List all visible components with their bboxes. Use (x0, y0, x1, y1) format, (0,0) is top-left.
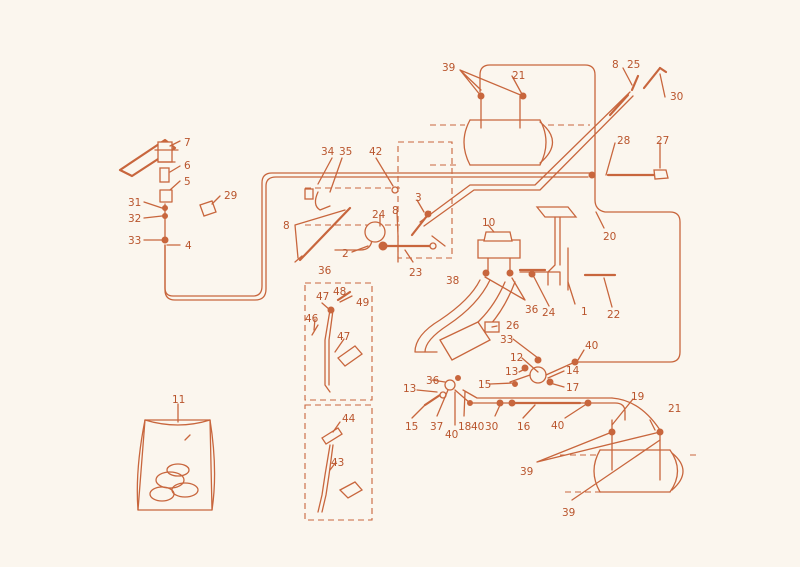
callout-22: 22 (607, 309, 620, 321)
callout-5: 5 (184, 176, 191, 188)
leader-lines (143, 67, 666, 501)
callout-48: 48 (333, 286, 346, 298)
callout-29: 29 (224, 190, 237, 202)
callout-8-left: 8 (283, 220, 290, 232)
callout-labels: 1 2 3 4 5 6 7 8 8 8 10 11 12 13 13 14 15… (128, 59, 683, 519)
callout-28: 28 (617, 135, 630, 147)
callout-19: 19 (631, 391, 644, 403)
callout-39-bottom: 39 (562, 507, 575, 519)
callout-18: 18 (458, 421, 471, 433)
callout-23: 23 (409, 267, 422, 279)
callout-33-right: 33 (500, 334, 513, 346)
callout-25: 25 (627, 59, 640, 71)
callout-8-top: 8 (612, 59, 619, 71)
callout-43: 43 (331, 457, 344, 469)
callout-33-left: 33 (128, 235, 141, 247)
callout-27: 27 (656, 135, 669, 147)
callout-47-mid: 47 (337, 331, 350, 343)
callout-39-top: 39 (442, 62, 455, 74)
callout-39-mid: 39 (520, 466, 533, 478)
callout-36-lower: 36 (426, 375, 440, 387)
pipe-20 (574, 174, 681, 363)
callout-40-b: 40 (471, 421, 484, 433)
callout-49: 49 (356, 297, 369, 309)
callout-16: 16 (517, 421, 531, 433)
callout-10: 10 (482, 217, 495, 229)
pipe-16 (467, 399, 592, 407)
pipe-40 (454, 389, 626, 421)
callout-3: 3 (415, 192, 422, 204)
callout-15-left: 15 (405, 421, 418, 433)
pipe-3 (419, 91, 631, 223)
callout-40-a: 40 (445, 429, 458, 441)
pipe-4 (164, 172, 591, 297)
distribution-valve (509, 356, 579, 387)
callout-36-right: 36 (525, 304, 539, 316)
callout-11: 11 (172, 394, 185, 406)
callout-13-left: 13 (403, 383, 416, 395)
lever-box-lower (304, 404, 373, 521)
callout-46: 46 (305, 313, 319, 325)
lever-box-upper (304, 282, 373, 401)
callout-12: 12 (510, 352, 523, 364)
callout-17: 17 (566, 382, 579, 394)
top-right-fittings (588, 66, 669, 180)
callout-38: 38 (446, 275, 459, 287)
callout-1: 1 (581, 306, 588, 318)
callout-14: 14 (566, 365, 580, 377)
callout-24-right: 24 (542, 307, 556, 319)
callout-40-right: 40 (585, 340, 598, 352)
callout-34: 34 (321, 146, 335, 158)
callout-2: 2 (342, 248, 349, 260)
callout-4: 4 (185, 240, 192, 252)
callout-13-right: 13 (505, 366, 518, 378)
callout-40-c: 40 (551, 420, 564, 432)
callout-21-bottom: 21 (668, 403, 681, 415)
callout-42: 42 (369, 146, 382, 158)
hand-lever (118, 138, 179, 244)
callout-36-left: 36 (318, 265, 332, 277)
callout-8-mid: 8 (392, 205, 399, 217)
valve-assembly (294, 141, 453, 263)
seal-kit-bag (136, 419, 216, 511)
callout-47-top: 47 (316, 291, 329, 303)
air-tank-bottom (560, 428, 700, 493)
callout-32: 32 (128, 213, 141, 225)
callout-35: 35 (339, 146, 352, 158)
callout-6: 6 (184, 160, 191, 172)
callout-31: 31 (128, 197, 141, 209)
callout-37: 37 (430, 421, 443, 433)
callout-30-top: 30 (670, 91, 683, 103)
brake-lines (164, 64, 681, 481)
callout-15-right: 15 (478, 379, 491, 391)
callout-26: 26 (506, 320, 520, 332)
callout-44: 44 (342, 413, 356, 425)
master-cylinder (414, 279, 516, 407)
callout-21-top: 21 (512, 70, 525, 82)
callout-24-mid: 24 (372, 209, 386, 221)
brake-pedal-assembly (477, 206, 578, 291)
callout-7: 7 (184, 137, 191, 149)
callout-20: 20 (603, 231, 616, 243)
callout-30-bottom: 30 (485, 421, 498, 433)
part-29 (199, 200, 217, 217)
